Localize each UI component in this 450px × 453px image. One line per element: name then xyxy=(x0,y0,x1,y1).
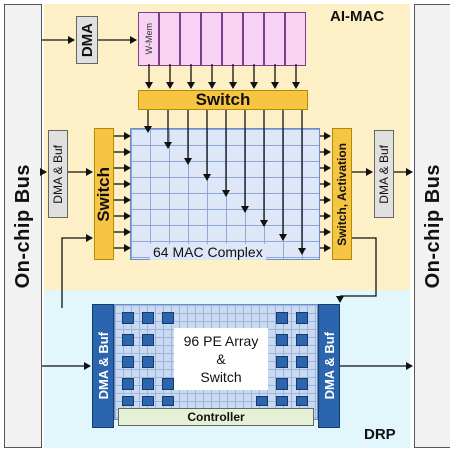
pe-element xyxy=(142,334,154,346)
pe-array-label-line3: Switch xyxy=(200,369,242,385)
pe-element xyxy=(276,356,288,368)
pe-element xyxy=(142,356,154,368)
drp-left-dma-buf: DMA & Buf xyxy=(92,304,114,428)
left-switch: Switch xyxy=(94,128,114,260)
pe-element xyxy=(122,378,134,390)
wmem-bank: W-Mem xyxy=(138,12,306,66)
left-on-chip-bus: On-chip Bus xyxy=(4,4,42,448)
top-switch: Switch xyxy=(138,90,308,110)
pe-element xyxy=(296,378,308,390)
drp-title: DRP xyxy=(364,426,396,443)
pe-element xyxy=(162,396,174,406)
right-on-chip-bus: On-chip Bus xyxy=(414,4,450,448)
pe-element xyxy=(122,396,134,406)
mac-complex-label: 64 MAC Complex xyxy=(150,244,266,260)
drp-right-dma-buf: DMA & Buf xyxy=(318,304,340,428)
pe-element xyxy=(296,396,308,406)
pe-element xyxy=(296,334,308,346)
top-dma-block: DMA xyxy=(76,16,98,64)
controller-block: Controller xyxy=(118,408,314,426)
mac-left-dma-buf: DMA & Buf xyxy=(48,130,68,218)
pe-element xyxy=(142,396,154,406)
pe-element xyxy=(142,312,154,324)
pe-element xyxy=(122,334,134,346)
pe-element xyxy=(256,396,268,406)
pe-element xyxy=(276,312,288,324)
pe-element xyxy=(276,396,288,406)
ai-mac-title: AI-MAC xyxy=(330,8,385,25)
pe-array-label-line2: & xyxy=(216,351,226,367)
pe-element xyxy=(276,334,288,346)
pe-element xyxy=(296,312,308,324)
pe-array-label-line1: 96 PE Array xyxy=(183,333,259,349)
pe-element xyxy=(122,312,134,324)
top-switch-label: Switch xyxy=(195,90,251,109)
pe-array-label-box: 96 PE Array & Switch xyxy=(174,328,268,390)
pe-element xyxy=(162,378,174,390)
pe-element xyxy=(162,312,174,324)
mac-right-dma-buf: DMA & Buf xyxy=(374,130,394,218)
pe-element xyxy=(142,378,154,390)
right-switch-activation: Switch, Activation xyxy=(332,128,352,260)
controller-label: Controller xyxy=(187,410,245,424)
pe-element xyxy=(276,378,288,390)
pe-element xyxy=(296,356,308,368)
pe-element xyxy=(122,356,134,368)
